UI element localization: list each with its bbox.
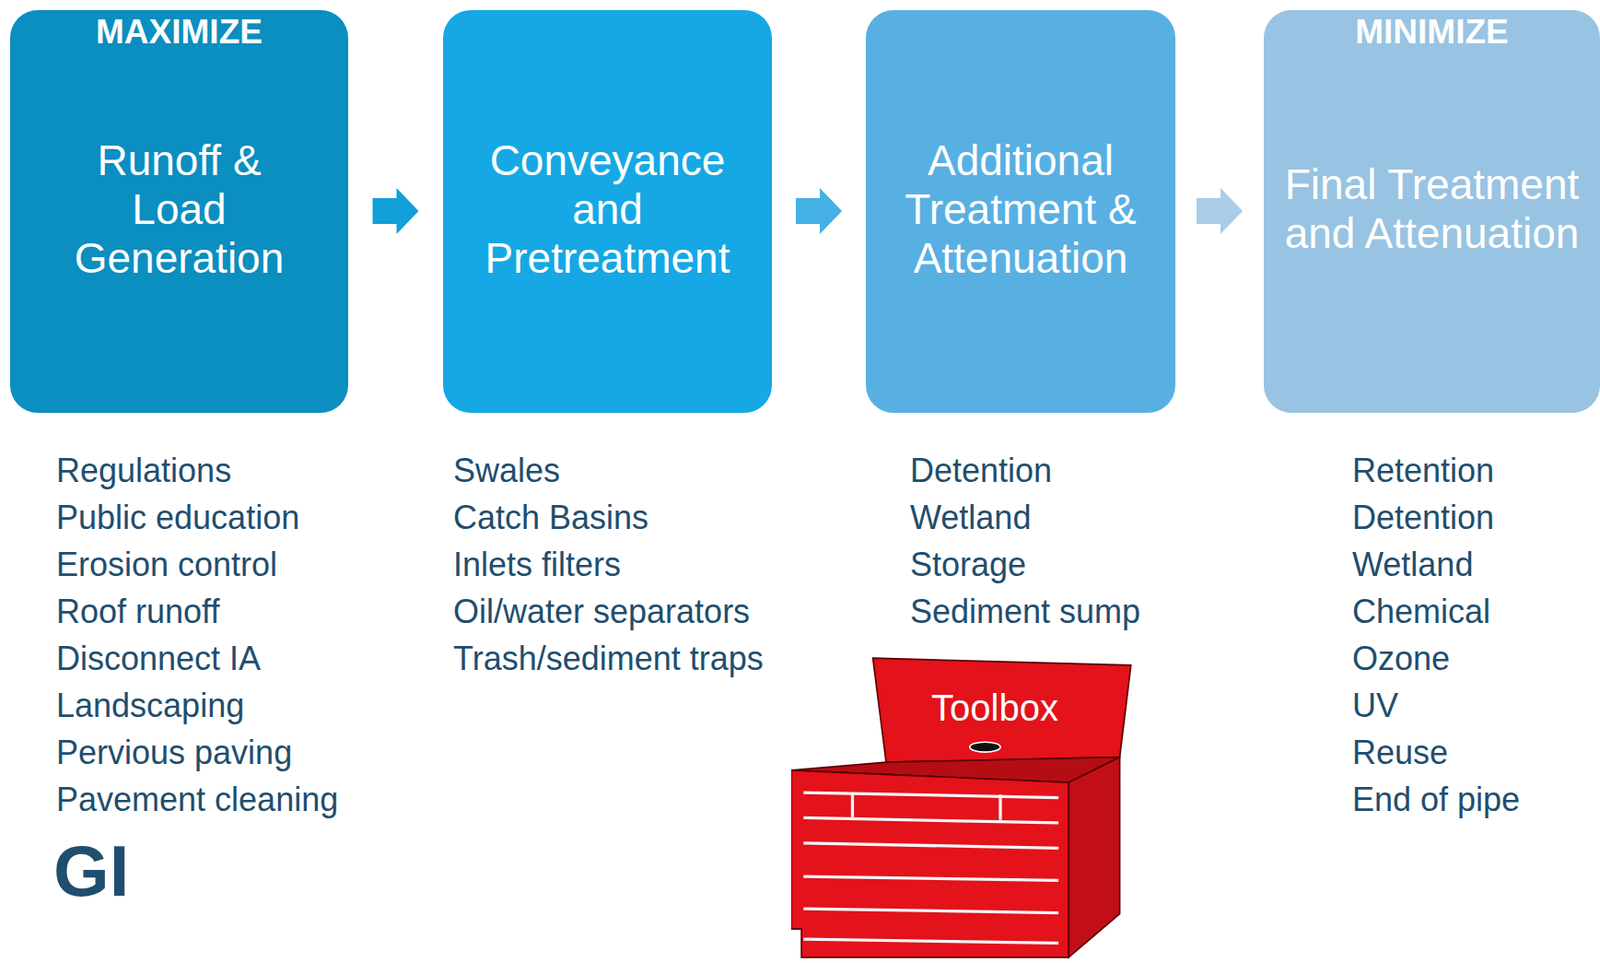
toolbox-lid bbox=[873, 657, 1132, 762]
list-item: Regulations bbox=[56, 446, 232, 494]
list-item: Retention bbox=[1352, 446, 1495, 494]
block-arrow bbox=[795, 187, 842, 234]
stage-title: Runoff & Load Generation bbox=[55, 136, 304, 283]
stage-box: Additional Treatment & Attenuation bbox=[865, 10, 1176, 413]
list-item: Ozone bbox=[1352, 634, 1450, 682]
stage-box: MINIMIZE Final Treatment and Attenuation bbox=[1263, 10, 1600, 413]
stage-title: Additional Treatment & Attenuation bbox=[882, 136, 1159, 283]
stage-title: Conveyance and Pretreatment bbox=[465, 136, 751, 283]
drawer-line bbox=[803, 792, 1059, 797]
drawer-line bbox=[803, 908, 1059, 912]
stage-heading: MINIMIZE bbox=[1263, 10, 1600, 53]
list-item: Oil/water separators bbox=[453, 587, 750, 635]
list-item: Landscaping bbox=[56, 681, 245, 729]
stage-title: Final Treatment and Attenuation bbox=[1282, 160, 1582, 258]
list-item: End of pipe bbox=[1352, 775, 1520, 823]
list-item: Wetland bbox=[1352, 540, 1473, 588]
list-item: Roof runoff bbox=[56, 587, 220, 635]
stage-heading: MAXIMIZE bbox=[10, 10, 349, 53]
stage-box: Conveyance and Pretreatment bbox=[443, 10, 772, 413]
block-arrow bbox=[373, 187, 420, 234]
list-item: Detention bbox=[910, 446, 1052, 494]
list-item: Pervious paving bbox=[56, 728, 292, 776]
list-item: Storage bbox=[910, 540, 1027, 588]
list-item: Trash/sediment traps bbox=[453, 634, 764, 682]
toolbox-side bbox=[1068, 757, 1120, 958]
list-item: Chemical bbox=[1352, 587, 1491, 635]
drawer-line bbox=[803, 875, 1059, 880]
stage-box: MAXIMIZE Runoff & Load Generation bbox=[10, 10, 349, 413]
drawer-line bbox=[803, 817, 1059, 822]
list-item: Inlets filters bbox=[453, 540, 621, 588]
list-item: Pavement cleaning bbox=[56, 775, 339, 823]
list-item: Catch Basins bbox=[453, 493, 649, 541]
drawer-divider bbox=[851, 794, 854, 819]
gi-label: GI bbox=[53, 829, 129, 912]
list-item: Detention bbox=[1352, 493, 1495, 541]
list-item: Reuse bbox=[1352, 728, 1449, 776]
list-item: Swales bbox=[453, 446, 561, 494]
list-item: Public education bbox=[56, 493, 300, 541]
drawer-line bbox=[803, 842, 1059, 848]
list-item: Wetland bbox=[910, 493, 1031, 541]
list-item: Sediment sump bbox=[910, 587, 1141, 635]
toolbox-front bbox=[791, 770, 1069, 958]
list-item: UV bbox=[1352, 681, 1399, 729]
block-arrow bbox=[1196, 187, 1243, 234]
drawer-line bbox=[803, 938, 1059, 943]
list-item: Erosion control bbox=[56, 540, 278, 588]
toolbox: Toolbox bbox=[791, 655, 1133, 959]
toolbox-label: Toolbox bbox=[902, 685, 1087, 730]
list-item: Disconnect IA bbox=[56, 634, 261, 682]
drawer-divider bbox=[998, 794, 1002, 819]
toolbox-handle bbox=[969, 741, 1001, 752]
